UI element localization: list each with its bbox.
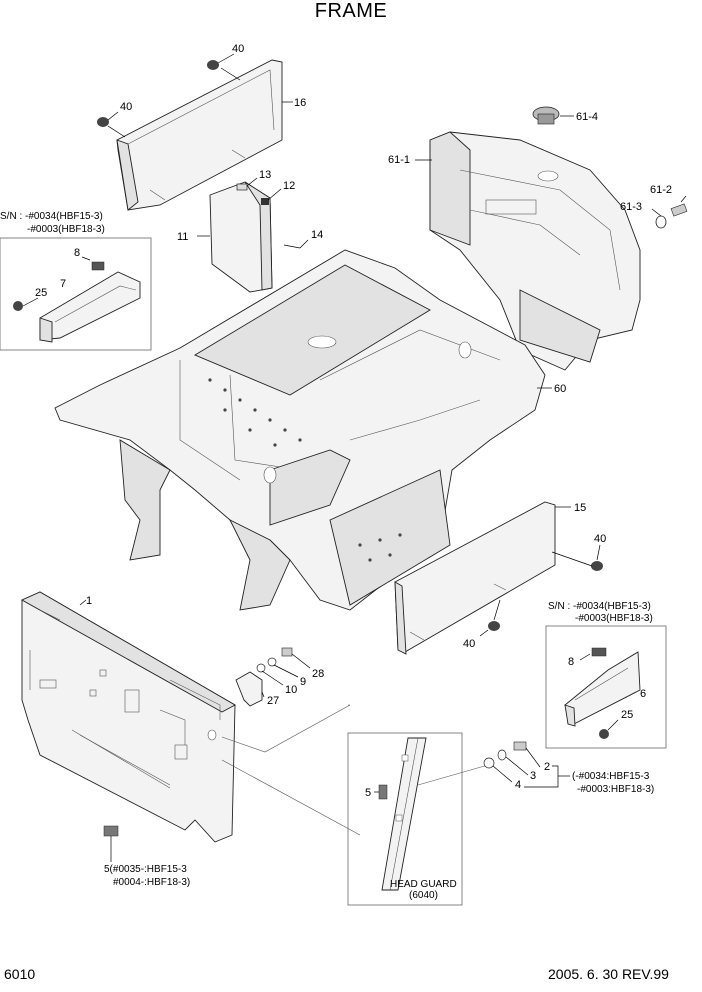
bolt-2	[513, 741, 541, 768]
bolt-8-right	[579, 647, 607, 661]
callout-15: 15	[574, 502, 586, 514]
bolt-8	[81, 256, 105, 271]
callout-28: 28	[312, 668, 324, 680]
callout-11: 11	[177, 231, 188, 243]
frame-holes	[208, 378, 402, 562]
callout-2: 2	[544, 761, 550, 773]
inset-left-box	[0, 237, 152, 351]
bolt-note: (-#0034:HBF15-3	[572, 771, 650, 782]
callout-27: 27	[267, 695, 279, 707]
knob-40-left	[97, 111, 126, 138]
inset-right-box	[545, 625, 667, 749]
callout-10: 10	[285, 684, 297, 696]
inset-left-note: S/N : -#0034(HBF15-3)	[0, 211, 103, 222]
callout-5: 5	[365, 787, 371, 799]
inset-right-note: S/N : -#0034(HBF15-3)	[548, 601, 651, 612]
callout-14: 14	[311, 229, 323, 241]
head-guard-caption: (6040)	[409, 890, 438, 901]
knob-25-left	[13, 297, 39, 311]
callout-61-4: 61-4	[576, 111, 598, 123]
callout-60: 60	[554, 383, 566, 395]
callout-40: 40	[120, 101, 132, 113]
callout-8: 8	[74, 247, 80, 259]
callout-4: 4	[515, 779, 521, 791]
page-title: FRAME	[314, 0, 388, 22]
washer-61-3	[651, 208, 667, 229]
part-6-bracket	[564, 651, 641, 727]
washer-4	[483, 757, 513, 783]
inset-right-note: -#0003(HBF18-3)	[575, 613, 653, 624]
bolt-61-2	[670, 195, 688, 217]
callout-40: 40	[594, 533, 606, 545]
cap-61-4	[532, 106, 574, 125]
washer-3	[497, 749, 529, 776]
callout-61-3: 61-3	[620, 201, 642, 213]
bolt-28	[281, 647, 311, 669]
callout-40: 40	[463, 638, 475, 650]
inset-left-note: -#0003(HBF18-3)	[27, 224, 105, 235]
callout-3: 3	[530, 770, 536, 782]
knob-40-top	[207, 53, 241, 81]
callout-61-2: 61-2	[650, 184, 672, 196]
part-27-bracket	[235, 671, 265, 707]
part-11-cover	[197, 177, 309, 293]
screw-5	[374, 784, 388, 800]
washer-9	[267, 657, 299, 678]
callout-7: 7	[60, 278, 66, 290]
knob-25-right	[599, 719, 619, 739]
part-60-main-frame	[54, 249, 546, 611]
callout-16: 16	[294, 97, 306, 109]
head-guard-post	[381, 737, 427, 891]
inset-head-guard-box	[347, 732, 463, 906]
knob-40-bottom	[479, 599, 501, 637]
callout-61-1: 61-1	[388, 154, 410, 166]
revision-date: 2005. 6. 30 REV.99	[548, 966, 669, 982]
knob-40-right	[551, 544, 603, 571]
callout-1: 1	[86, 595, 92, 607]
page-number: 6010	[4, 966, 36, 982]
callout-12: 12	[283, 180, 295, 192]
callout-9: 9	[300, 676, 306, 688]
head-guard-caption: HEAD GUARD	[390, 879, 457, 890]
part-15-guard	[394, 501, 556, 655]
part-61-1-counterweight	[429, 131, 641, 371]
callout-40: 40	[232, 43, 244, 55]
callout-25: 25	[621, 709, 633, 721]
callout-13: 13	[259, 169, 271, 181]
part-5-note: #0004-:HBF18-3)	[113, 877, 190, 888]
callout-6: 6	[640, 688, 646, 700]
part-7-bracket	[39, 271, 141, 343]
bolt-note: -#0003:HBF18-3)	[577, 784, 654, 795]
part-5-note: 5(#0035-:HBF15-3	[104, 864, 187, 875]
part-1-panel	[20, 591, 236, 843]
washer-10	[256, 663, 284, 686]
part-16-guard	[116, 59, 283, 211]
screw-5-lower	[103, 825, 119, 862]
callout-8: 8	[568, 656, 574, 668]
callout-25: 25	[35, 287, 47, 299]
